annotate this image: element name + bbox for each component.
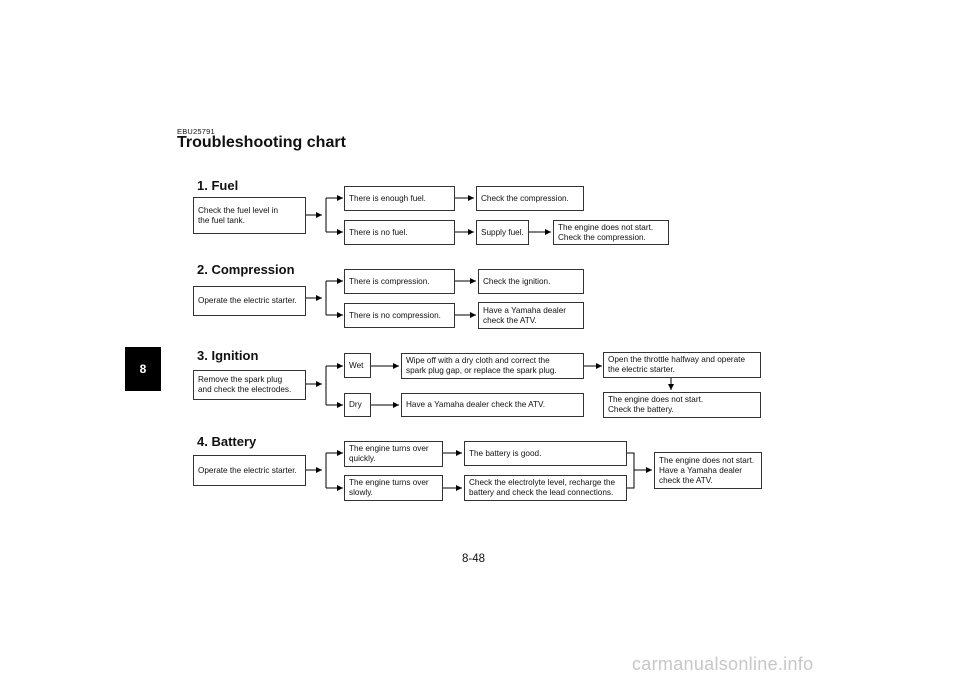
chapter-tab: 8 [125, 347, 161, 391]
fuel-branch-b-result: The engine does not start. Check the com… [553, 220, 669, 245]
fuel-branch-b: There is no fuel. [344, 220, 455, 245]
battery-final-result: The engine does not start. Have a Yamaha… [654, 452, 762, 489]
ignition-branch-a-result-2: The engine does not start. Check the bat… [603, 392, 761, 418]
page-number: 8-48 [462, 553, 486, 565]
fuel-branch-b-action: Supply fuel. [476, 220, 529, 245]
compression-start-box: Operate the electric starter. [193, 286, 306, 316]
compression-branch-b-result: Have a Yamaha dealer check the ATV. [478, 302, 584, 329]
document-code: EBU25791 [177, 127, 215, 136]
section-heading-fuel: 1. Fuel [197, 178, 239, 193]
ignition-branch-b-result: Have a Yamaha dealer check the ATV. [401, 393, 584, 417]
ignition-branch-b: Dry [344, 393, 371, 417]
ignition-branch-a-action: Wipe off with a dry cloth and correct th… [401, 353, 584, 379]
battery-start-box: Operate the electric starter. [193, 455, 306, 486]
page-title: Troubleshooting chart [177, 134, 346, 151]
ignition-start-box: Remove the spark plug and check the elec… [193, 370, 306, 400]
battery-branch-a-result: The battery is good. [464, 441, 627, 466]
section-heading-ignition: 3. Ignition [197, 348, 259, 363]
compression-branch-a-result: Check the ignition. [478, 269, 584, 294]
ignition-branch-a: Wet [344, 353, 371, 378]
battery-branch-b: The engine turns over slowly. [344, 475, 443, 501]
fuel-branch-a: There is enough fuel. [344, 186, 455, 211]
battery-branch-a: The engine turns over quickly. [344, 441, 443, 467]
fuel-branch-a-result: Check the compression. [476, 186, 584, 211]
section-heading-compression: 2. Compression [197, 262, 295, 277]
section-heading-battery: 4. Battery [197, 434, 257, 449]
fuel-start-box: Check the fuel level in the fuel tank. [193, 197, 306, 234]
ignition-branch-a-result: Open the throttle halfway and operate th… [603, 352, 761, 378]
watermark: carmanualsonline.info [632, 654, 814, 674]
compression-branch-a: There is compression. [344, 269, 455, 294]
battery-branch-b-result: Check the electrolyte level, recharge th… [464, 475, 627, 501]
compression-branch-b: There is no compression. [344, 303, 455, 328]
